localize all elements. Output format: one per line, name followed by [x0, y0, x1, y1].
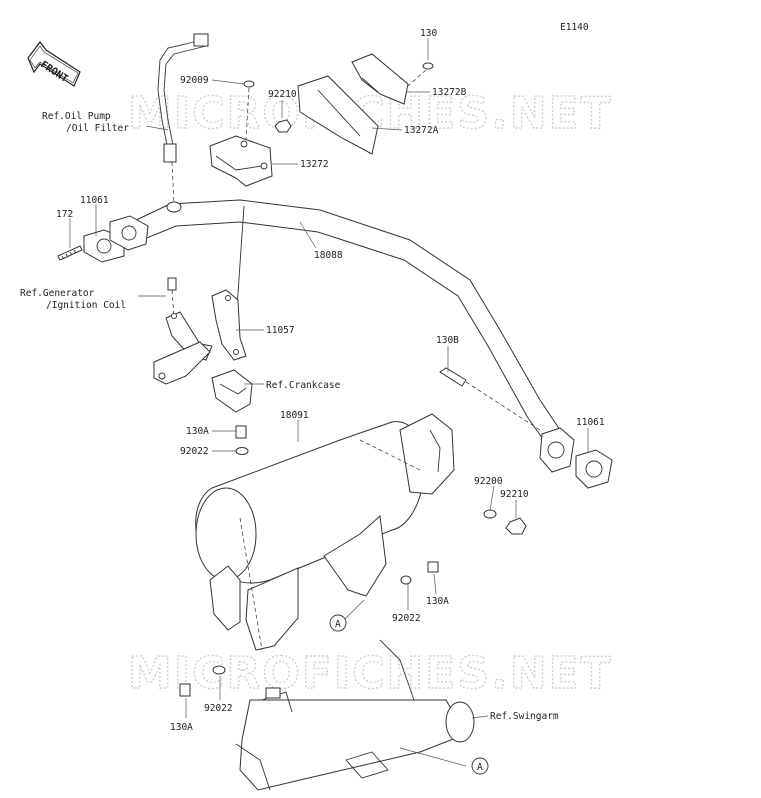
bolt-130a-mid	[427, 561, 439, 573]
bracket-13272	[209, 135, 273, 187]
bolt-130a-upper	[235, 425, 247, 439]
label-92022-upper: 92022	[180, 446, 209, 457]
label-13272: 13272	[300, 159, 329, 170]
nut-92210-top	[274, 119, 292, 133]
ref-crankcase: Ref.Crankcase	[266, 380, 341, 391]
ref-ignition-coil: /Ignition Coil	[46, 300, 126, 311]
label-11057: 11057	[266, 325, 295, 336]
washer-92022-upper	[235, 447, 249, 455]
generator-bracket	[153, 277, 213, 385]
label-92210-top: 92210	[268, 89, 297, 100]
label-92200: 92200	[474, 476, 503, 487]
label-11061-left: 11061	[80, 195, 109, 206]
bolt-130-top	[407, 62, 434, 87]
label-92022-low: 92022	[204, 703, 233, 714]
label-172: 172	[56, 209, 73, 220]
gasket-11061-right	[575, 449, 613, 489]
ref-oil-filter: /Oil Filter	[66, 123, 129, 134]
marker-a-mid: A	[329, 614, 347, 632]
bolt-130b	[439, 367, 541, 431]
oil-pipe	[157, 33, 209, 206]
bolt-130a-low	[179, 683, 191, 697]
ref-swingarm: Ref.Swingarm	[490, 711, 559, 722]
label-130-top: 130	[420, 28, 437, 39]
exhaust-pipe-18088	[131, 199, 561, 447]
pipe-end-flange	[539, 427, 575, 473]
label-13272b: 13272B	[432, 87, 467, 98]
watermark-bottom: MICROFICHES.NET	[128, 648, 613, 699]
label-18088: 18088	[314, 250, 343, 261]
crankcase-piece	[211, 369, 253, 413]
label-11061-right: 11061	[576, 417, 605, 428]
leader-lines	[69, 38, 589, 767]
label-92022-mid: 92022	[392, 613, 421, 624]
washer-92200	[483, 509, 497, 519]
label-130a-mid: 130A	[426, 596, 449, 607]
heat-shield-13272b	[351, 53, 409, 105]
bracket-11057	[211, 289, 247, 361]
label-130a-low: 130A	[170, 722, 193, 733]
heat-shield-13272a	[297, 75, 379, 155]
washer-92022-mid	[400, 575, 412, 585]
nut-92210-right	[505, 517, 527, 535]
marker-a-low-label: A	[477, 762, 483, 773]
washer-92022-low	[212, 665, 226, 675]
label-92009: 92009	[180, 75, 209, 86]
label-92210-right: 92210	[500, 489, 529, 500]
stud-172	[57, 245, 83, 261]
ref-generator: Ref.Generator	[20, 288, 95, 299]
flange-left	[109, 215, 149, 251]
marker-a-low: A	[471, 757, 489, 775]
ref-oil-pump: Ref.Oil Pump	[42, 111, 111, 122]
front-arrow-icon: FRONT	[27, 41, 81, 87]
label-130b: 130B	[436, 335, 459, 346]
marker-a-mid-label: A	[335, 619, 341, 630]
swingarm	[235, 639, 475, 791]
label-13272a: 13272A	[404, 125, 439, 136]
label-18091: 18091	[280, 410, 309, 421]
diagram-code: E1140	[560, 22, 589, 33]
muffler-18091	[195, 413, 455, 651]
label-130a-upper: 130A	[186, 426, 209, 437]
